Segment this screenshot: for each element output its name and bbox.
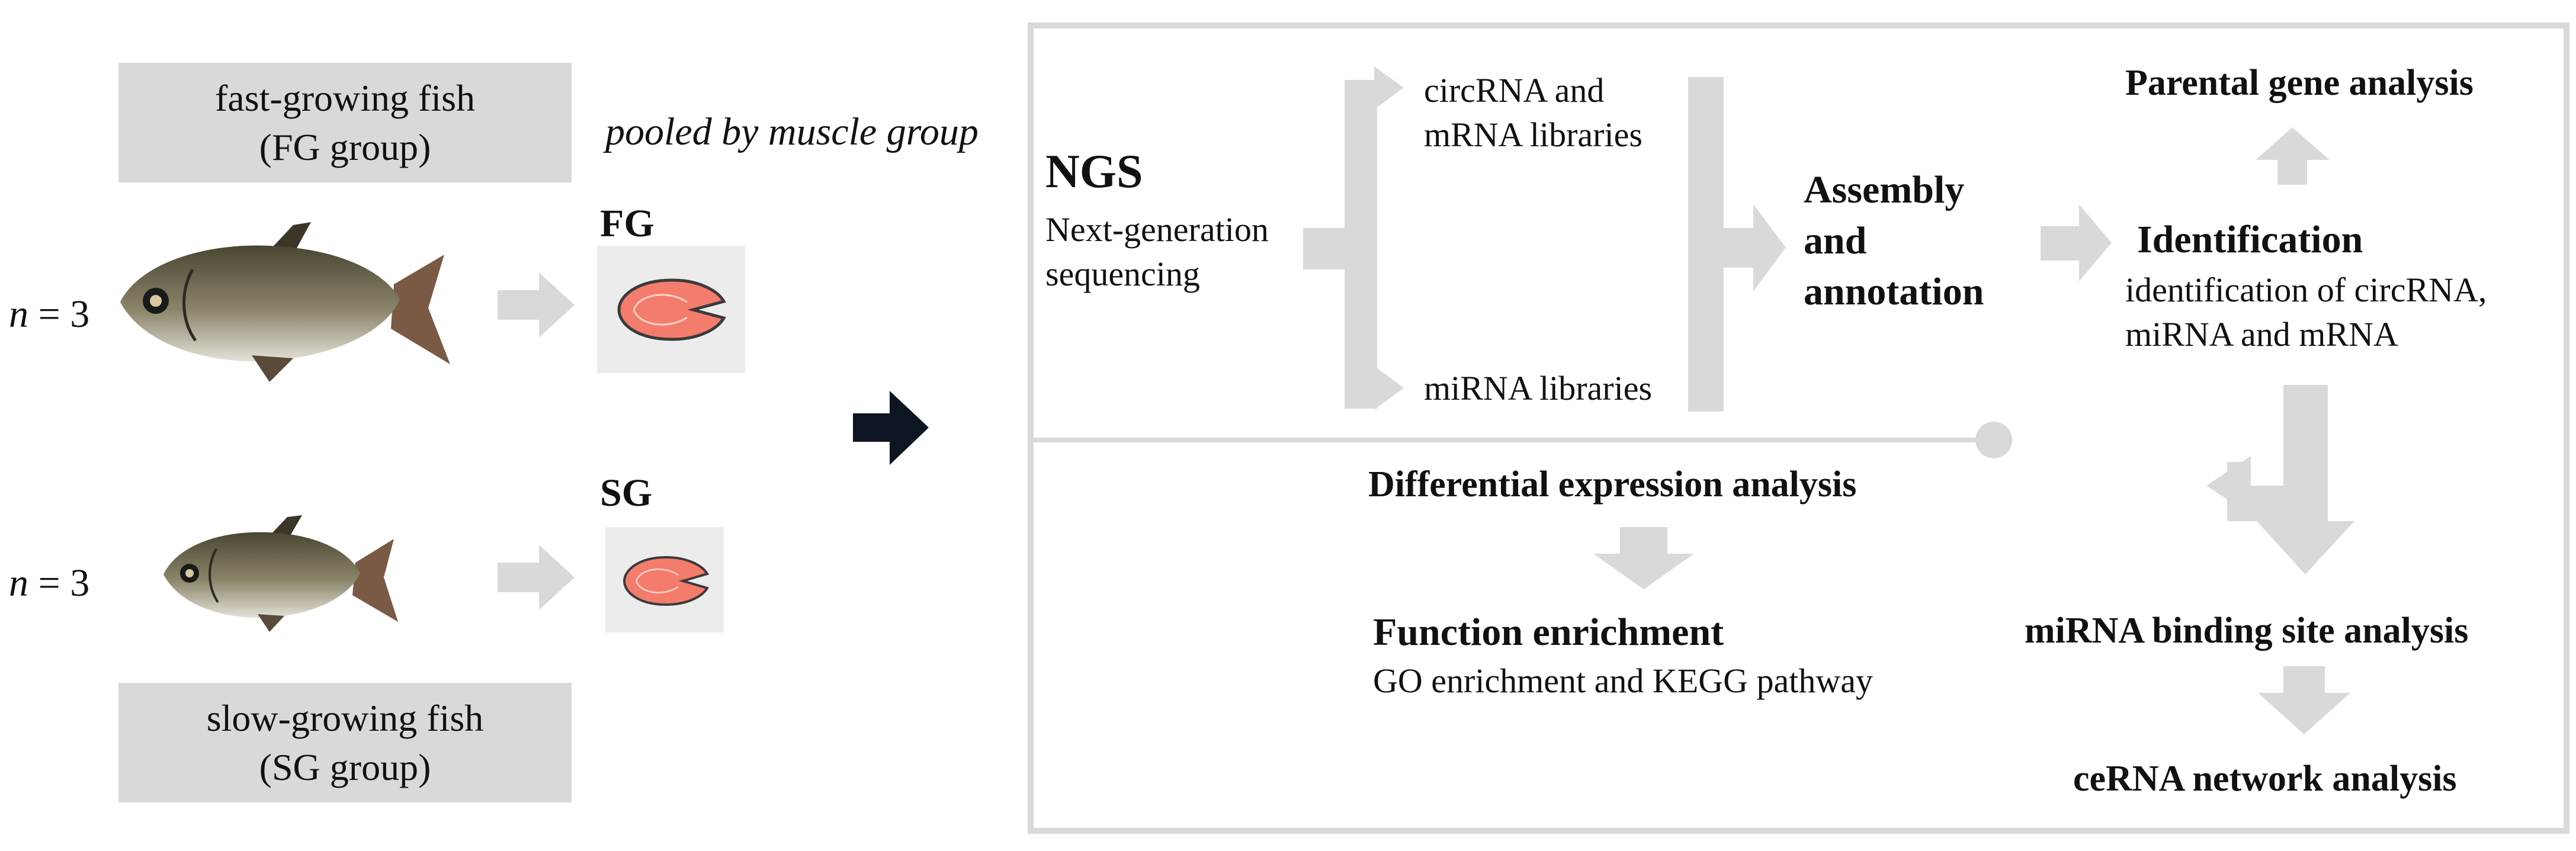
- fast-growing-fish-image: [120, 222, 450, 382]
- identification-line1: identification of circRNA,: [2125, 271, 2487, 309]
- slow-growing-label: slow-growing fish: [206, 696, 484, 739]
- cerna-network-analysis: ceRNA network analysis: [2073, 759, 2457, 799]
- ngs-description-line1: Next-generation: [1045, 210, 1269, 249]
- assembly-line3: annotation: [1804, 269, 1984, 313]
- ngs-description-line2: sequencing: [1045, 255, 1200, 294]
- fast-growing-group-box: fast-growing fish (FG group): [118, 63, 572, 182]
- ngs-title: NGS: [1045, 146, 1143, 198]
- assembly-line2: and: [1804, 219, 1867, 262]
- fg-sample-label: FG: [600, 202, 655, 245]
- assembly-line1: Assembly: [1804, 168, 1965, 211]
- identification-description: identification of circRNA, miRNA and mRN…: [2125, 268, 2487, 357]
- slow-growing-fish-image: [163, 515, 398, 632]
- circrna-libraries-line1: circRNA and: [1424, 71, 1605, 110]
- identification-line2: miRNA and mRNA: [2125, 315, 2398, 354]
- fg-group-label: (FG group): [259, 126, 431, 168]
- pooled-label: pooled by muscle group: [605, 110, 979, 153]
- circrna-mrna-libraries: circRNA and mRNA libraries: [1424, 68, 1643, 158]
- slow-to-sample-arrow: [498, 545, 575, 610]
- fast-growing-label: fast-growing fish: [214, 76, 476, 119]
- function-enrichment-title: Function enrichment: [1373, 611, 1724, 654]
- pipeline-frame: [1028, 23, 2569, 834]
- mirna-libraries: miRNA libraries: [1424, 369, 1653, 407]
- circrna-libraries-line2: mRNA libraries: [1424, 115, 1643, 155]
- assembly-annotation: Assembly and annotation: [1804, 165, 1984, 317]
- slow-growing-group-box: slow-growing fish (SG group): [118, 683, 572, 802]
- sg-sample-label: SG: [600, 471, 653, 515]
- identification-title: Identification: [2137, 218, 2363, 261]
- fast-sample-size: n = 3: [9, 293, 90, 336]
- main-flow-arrow: [853, 391, 929, 465]
- sg-group-label: (SG group): [259, 746, 431, 788]
- fast-to-sample-arrow: [498, 272, 575, 338]
- fg-muscle-sample-icon: [617, 278, 726, 341]
- section-divider: [1034, 438, 1993, 442]
- divider-end-dot: [1975, 422, 2012, 458]
- function-enrichment-subtitle: GO enrichment and KEGG pathway: [1373, 661, 1873, 700]
- mirna-binding-site-analysis: miRNA binding site analysis: [2025, 611, 2469, 651]
- differential-expression-analysis: Differential expression analysis: [1368, 464, 1857, 505]
- slow-sample-size: n = 3: [9, 561, 90, 605]
- sg-muscle-sample-icon: [623, 555, 709, 606]
- ngs-description: Next-generation sequencing: [1045, 207, 1269, 297]
- parental-gene-analysis: Parental gene analysis: [2125, 63, 2474, 103]
